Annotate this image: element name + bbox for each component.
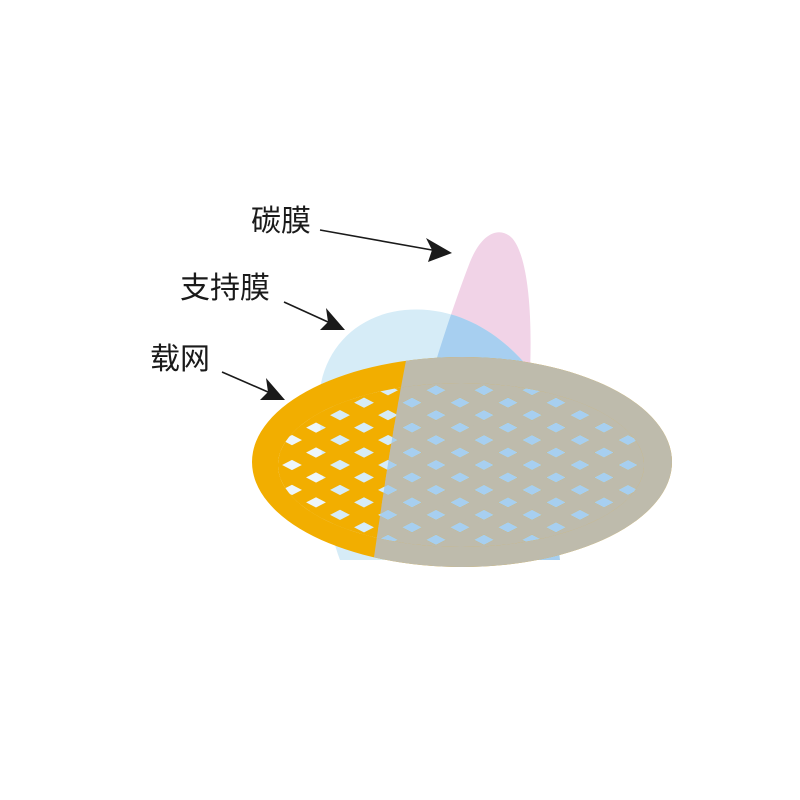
mesh-bar — [0, 330, 288, 600]
mesh-bar — [680, 330, 800, 600]
mesh-bar — [365, 383, 644, 547]
mesh-bar — [365, 383, 644, 547]
mesh-bar — [278, 383, 291, 547]
mesh-bar — [0, 330, 144, 600]
mesh-bar — [776, 330, 800, 600]
mesh-bar — [776, 330, 800, 600]
mesh-bar — [728, 330, 800, 600]
callout-arrows — [221, 229, 452, 400]
mesh-bar — [0, 330, 144, 600]
mesh-bar — [278, 383, 579, 547]
arrow-grid-head — [260, 378, 285, 400]
mesh-bar — [365, 383, 644, 547]
mesh-bar — [680, 330, 800, 600]
mesh-bar — [728, 330, 800, 600]
mesh-bar — [365, 383, 644, 547]
arrow-support-head — [320, 308, 345, 330]
mesh-bar — [278, 383, 627, 547]
mesh-bar — [728, 330, 800, 600]
mesh-bar — [0, 330, 288, 600]
grid-mesh-gray — [0, 330, 800, 600]
mesh-bar — [728, 330, 800, 600]
mesh-bar — [0, 330, 144, 600]
mesh-bar — [0, 330, 144, 600]
arrow-support-line — [283, 301, 329, 323]
mesh-bar — [680, 330, 800, 600]
carbon-film-label: 碳膜 — [251, 204, 311, 239]
mesh-bar — [776, 330, 800, 600]
arrow-carbon-line — [319, 229, 433, 251]
support-film-label: 支持膜 — [180, 271, 270, 306]
mesh-bar — [680, 330, 800, 600]
arrow-grid-line — [221, 371, 269, 393]
grid-label: 载网 — [150, 342, 210, 377]
mesh-bar — [776, 330, 800, 600]
arrow-carbon-head — [426, 238, 452, 262]
mesh-bar — [365, 383, 644, 547]
mesh-bar — [278, 383, 291, 547]
